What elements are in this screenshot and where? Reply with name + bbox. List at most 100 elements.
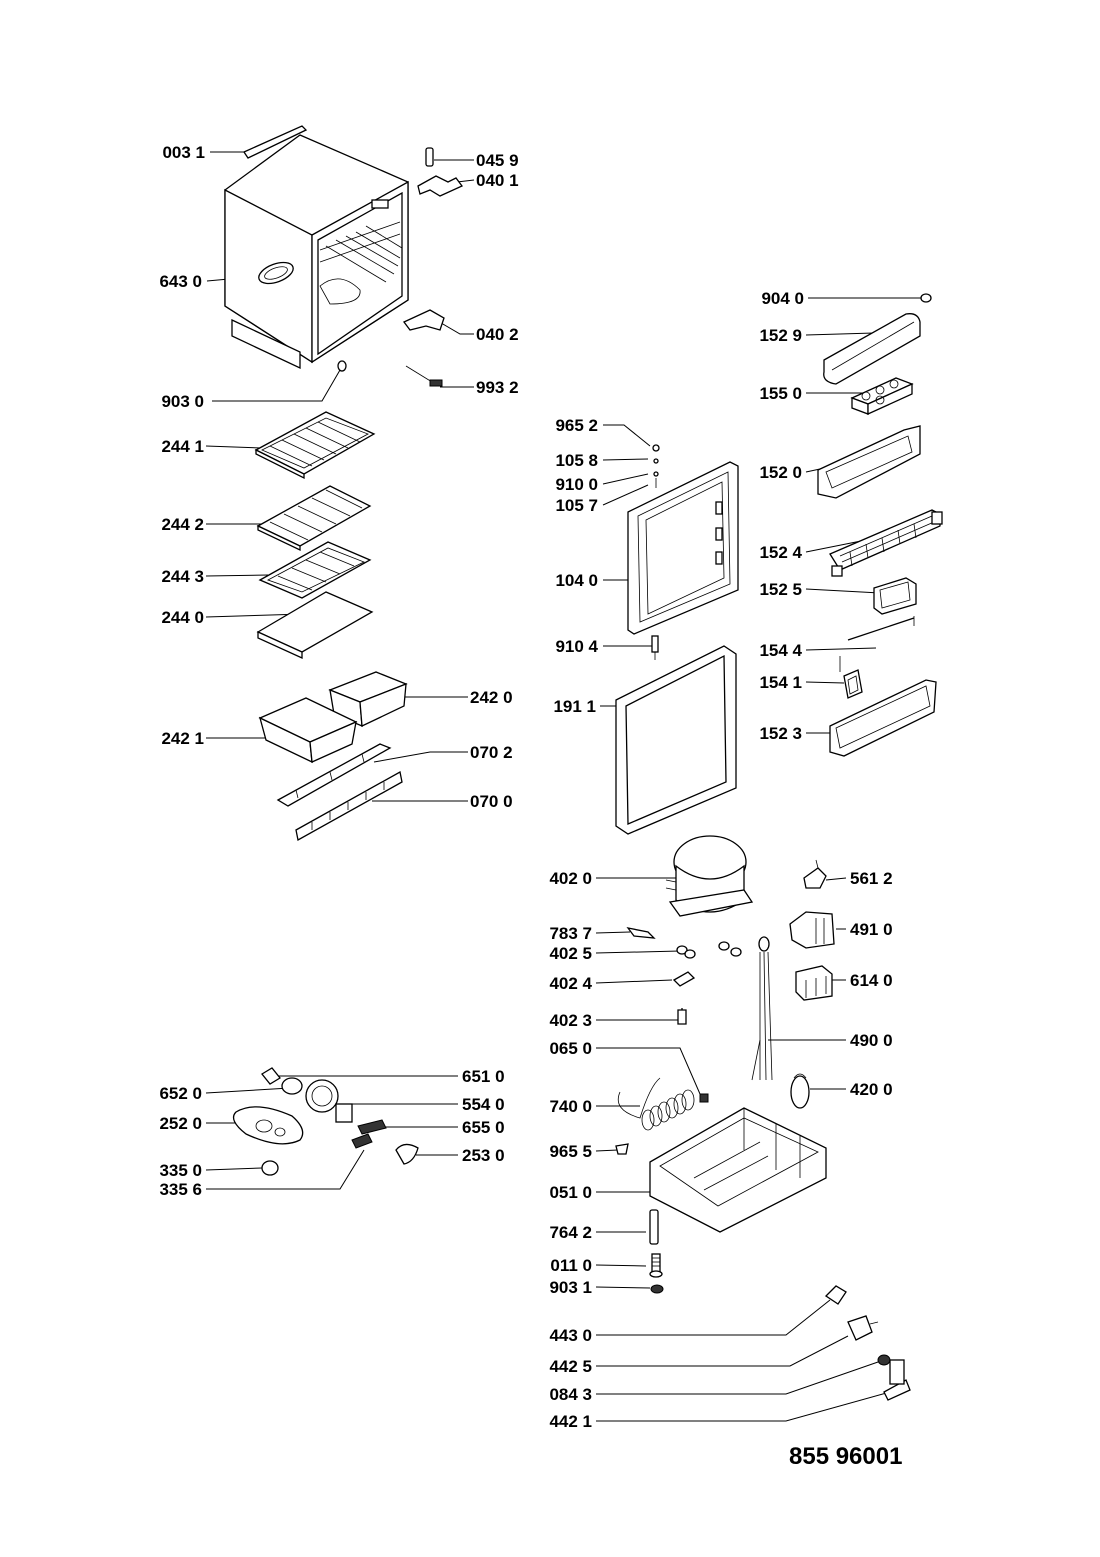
fitting-tube <box>626 927 656 939</box>
grommet-small <box>877 1354 891 1366</box>
callout-2421: 242 1 <box>161 729 204 748</box>
callout-9104: 910 4 <box>555 637 598 656</box>
callout-4020: 402 0 <box>549 869 592 888</box>
egg-tray <box>850 377 914 416</box>
callout-1911: 191 1 <box>553 697 596 716</box>
door-lower-hinge <box>651 635 659 660</box>
door-bin-lower <box>829 679 937 757</box>
clip <box>672 971 696 987</box>
callout-7837: 783 7 <box>549 924 592 943</box>
capacitor <box>790 1073 810 1109</box>
lamp-socket <box>281 1077 303 1095</box>
callout-1523: 152 3 <box>759 724 802 743</box>
callout-2440: 244 0 <box>161 608 204 627</box>
compressor <box>665 835 754 917</box>
callout-2441: 244 1 <box>161 437 204 456</box>
mounting-bracket <box>883 1359 911 1401</box>
callout-9932: 993 2 <box>476 378 519 397</box>
cord-clamp <box>824 1285 847 1305</box>
callout-0110: 011 0 <box>550 1256 592 1275</box>
callout-7400: 740 0 <box>549 1097 592 1116</box>
callout-4200: 420 0 <box>850 1080 893 1099</box>
leveling-foot <box>650 1284 664 1294</box>
callout-1550: 155 0 <box>759 384 802 403</box>
callout-4025: 402 5 <box>549 944 592 963</box>
dairy-lid <box>823 313 921 385</box>
thermostat-ring <box>305 1079 339 1113</box>
callout-0459: 045 9 <box>476 151 519 170</box>
thermostat-body <box>335 1103 353 1123</box>
leveling-spring <box>649 1253 663 1278</box>
callout-4425: 442 5 <box>549 1357 592 1376</box>
callout-6430: 643 0 <box>159 272 202 291</box>
shelf-upper <box>254 411 376 480</box>
callout-6140: 614 0 <box>850 971 893 990</box>
callout-3356: 335 6 <box>159 1180 202 1199</box>
callout-0402: 040 2 <box>476 325 519 344</box>
callout-4023: 402 3 <box>549 1011 592 1030</box>
callout-3350: 335 0 <box>159 1161 202 1180</box>
leader-lines <box>205 151 926 1422</box>
relay-cover <box>789 911 835 949</box>
callout-2530: 253 0 <box>462 1146 505 1165</box>
thermostat-housing <box>232 1106 304 1145</box>
callout-0650: 065 0 <box>549 1039 592 1058</box>
spring-clip <box>677 1008 687 1025</box>
door <box>627 461 739 635</box>
callout-0031: 003 1 <box>162 143 205 162</box>
cabinet <box>224 134 409 370</box>
bottom-hinge <box>402 309 445 331</box>
callout-2442: 244 2 <box>161 515 204 534</box>
callout-0843: 084 3 <box>549 1385 592 1404</box>
lamp-cable <box>405 365 443 387</box>
callout-1544: 154 4 <box>759 641 802 660</box>
callout-2520: 252 0 <box>159 1114 202 1133</box>
callout-5612: 561 2 <box>850 869 893 888</box>
callout-labels: 003 1 045 9 040 1 643 0 040 2 993 2 903 … <box>159 143 892 1431</box>
callout-2443: 244 3 <box>161 567 204 586</box>
drawing-number: 855 96001 <box>789 1443 902 1470</box>
door-screw-set <box>652 444 660 488</box>
callout-1541: 154 1 <box>759 673 802 692</box>
foot <box>337 360 347 372</box>
callout-1529: 152 9 <box>759 326 802 345</box>
lamp-bulb <box>261 1067 281 1085</box>
callout-4910: 491 0 <box>850 920 893 939</box>
callout-0700: 070 0 <box>470 792 513 811</box>
callout-4024: 402 4 <box>549 974 592 993</box>
callout-7642: 764 2 <box>549 1223 592 1242</box>
thermostat-knob-shaft <box>357 1119 387 1135</box>
callout-1057: 105 7 <box>555 496 598 515</box>
callout-9655: 965 5 <box>549 1142 592 1161</box>
callout-9031: 903 1 <box>549 1278 592 1297</box>
foot-post <box>649 1209 659 1245</box>
shelf-middle <box>256 485 372 552</box>
callout-6520: 652 0 <box>159 1084 202 1103</box>
callout-1058: 105 8 <box>555 451 598 470</box>
crisper-drawer-small <box>328 671 408 728</box>
thermostat-lead <box>751 936 773 1081</box>
callout-6510: 651 0 <box>462 1067 505 1086</box>
callout-6550: 655 0 <box>462 1118 505 1137</box>
callout-1524: 152 4 <box>759 543 802 562</box>
callout-2420: 242 0 <box>470 688 513 707</box>
crisper-drawer-large <box>258 697 358 764</box>
screw <box>615 1143 629 1155</box>
shelf-lower <box>258 541 372 599</box>
glass-shelf <box>256 591 374 660</box>
callout-4421: 442 1 <box>549 1412 592 1431</box>
top-hinge <box>417 175 464 197</box>
hinge-pin <box>425 147 434 167</box>
callout-0401: 040 1 <box>476 171 519 190</box>
callout-1525: 152 5 <box>759 580 802 599</box>
top-trim-strip <box>243 125 308 159</box>
bottle-rack <box>829 509 943 577</box>
plug-connector <box>847 1315 879 1341</box>
grommets <box>676 941 742 959</box>
condenser-coil <box>617 1077 709 1131</box>
callout-0702: 070 2 <box>470 743 513 762</box>
bottle-guard-rod <box>839 616 915 672</box>
drawer-rail <box>276 743 392 807</box>
lamp-cover <box>395 1143 419 1165</box>
drawer-cover-frame <box>295 770 403 842</box>
